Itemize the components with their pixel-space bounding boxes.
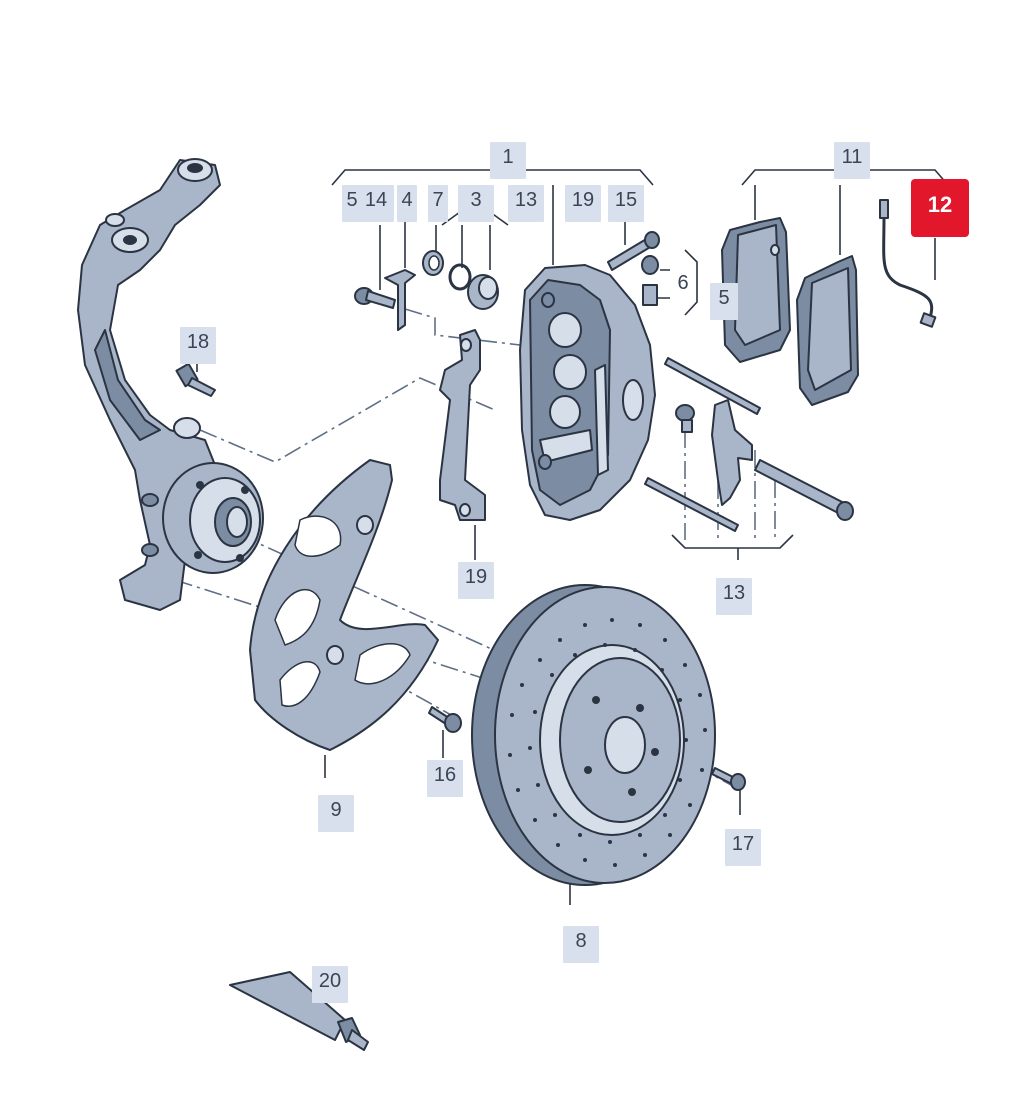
bolt-14 (354, 225, 396, 309)
callout-14[interactable]: 14 (358, 185, 394, 222)
brake-caliper (519, 185, 656, 521)
callout-20[interactable]: 20 (312, 966, 348, 1003)
brake-pad-inner (721, 185, 791, 363)
callout-7[interactable]: 7 (428, 185, 448, 222)
callout-8[interactable]: 8 (563, 926, 599, 963)
brake-pad-outer (796, 185, 859, 406)
bolt-16 (428, 706, 462, 758)
spring-clip (711, 399, 753, 506)
callout-17[interactable]: 17 (725, 829, 761, 866)
splash-shield-9 (249, 459, 439, 778)
disc-drill-holes (508, 618, 707, 867)
callout-15[interactable]: 15 (608, 185, 644, 222)
callout-12[interactable]: 12 (911, 179, 969, 237)
callout-4[interactable]: 4 (397, 185, 417, 222)
bolt-15 (607, 222, 660, 271)
callout-18[interactable]: 18 (180, 327, 216, 364)
callout-13b[interactable]: 13 (716, 578, 752, 615)
wheel-hub (162, 462, 264, 574)
wear-sensor-12 (879, 199, 937, 328)
seal-7 (422, 225, 444, 276)
callout-11[interactable]: 11 (834, 142, 870, 179)
brake-disc-8 (471, 584, 716, 905)
bleeder-valve-6 (641, 249, 698, 316)
bushing-3 (467, 225, 499, 310)
clip-4 (384, 222, 416, 331)
callout-19b[interactable]: 19 (458, 562, 494, 599)
guide-pin-lower (644, 477, 739, 532)
callout-6[interactable]: 6 (677, 272, 689, 294)
callout-16[interactable]: 16 (427, 760, 463, 797)
guide-pin-upper (664, 357, 761, 415)
callout-3[interactable]: 3 (458, 185, 494, 222)
callout-1[interactable]: 1 (490, 142, 526, 179)
anchor-bracket-19 (439, 329, 486, 560)
callout-5a[interactable]: 5 (342, 185, 362, 222)
screw-17 (711, 767, 746, 815)
callout-13a[interactable]: 13 (508, 185, 544, 222)
callout-5b[interactable]: 5 (710, 283, 738, 320)
callout-19a[interactable]: 19 (565, 185, 601, 222)
ring-3 (448, 225, 472, 291)
bolt-18 (175, 347, 216, 397)
callout-9[interactable]: 9 (318, 795, 354, 832)
group-bracket-13b (671, 534, 794, 560)
slide-pin (754, 459, 854, 521)
bolt-13-small (675, 404, 695, 433)
